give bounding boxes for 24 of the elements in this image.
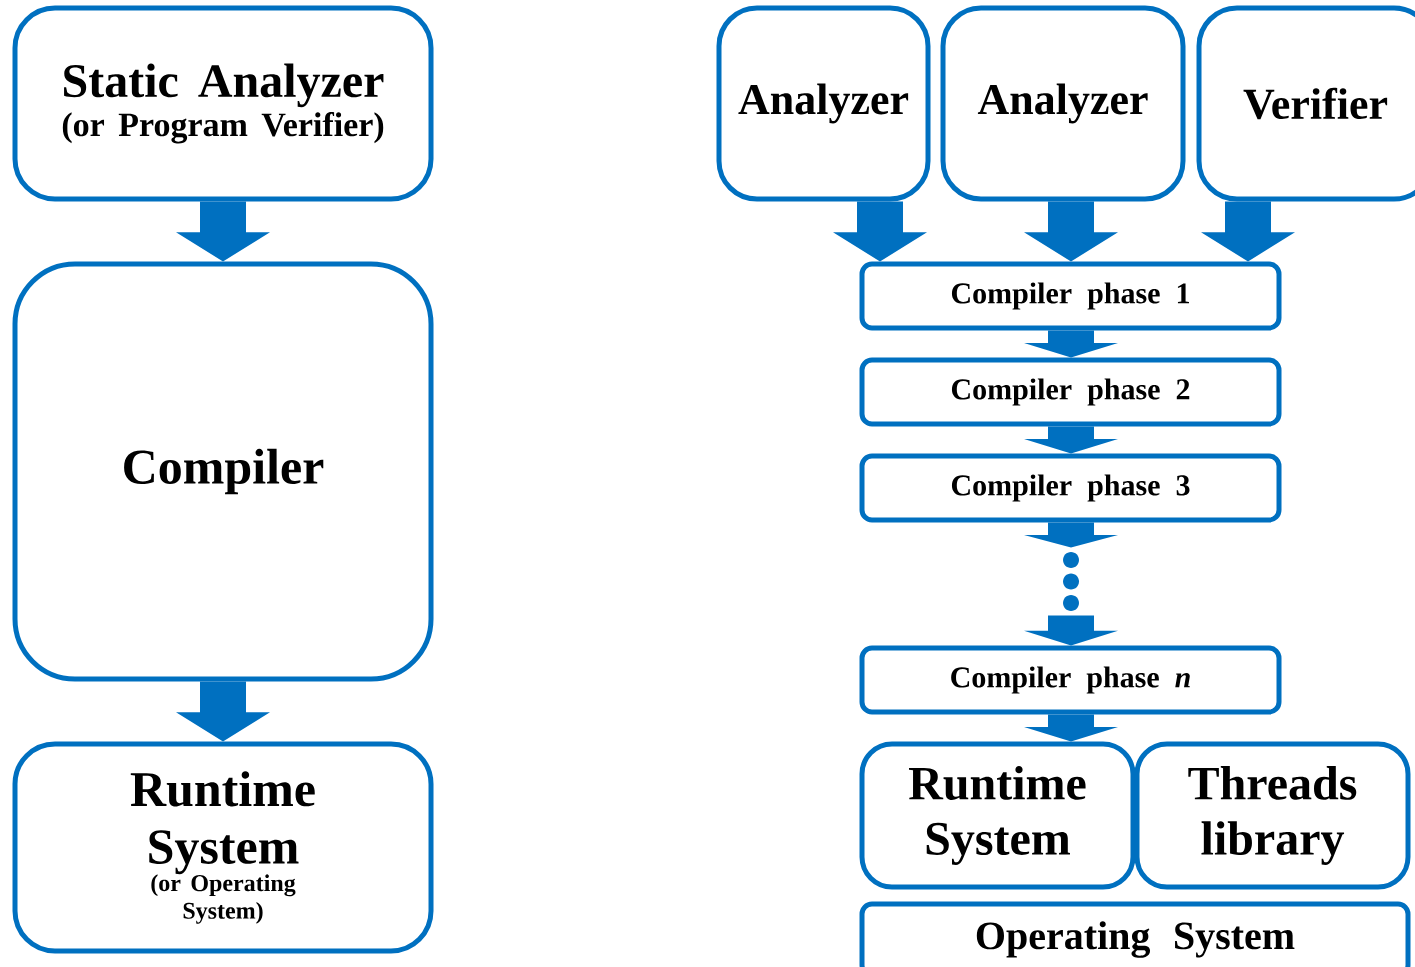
phase-box: Compiler phase 1 <box>859 261 1282 331</box>
process-box: Operating System <box>859 901 1411 967</box>
ellipsis-dots <box>1063 552 1079 611</box>
process-box: Analyzer <box>716 5 931 202</box>
process-box: Runtime System (or Operating System) <box>12 741 434 954</box>
arrow <box>1024 426 1118 454</box>
arrow <box>833 201 927 262</box>
phase-box: Compiler phase n <box>859 645 1282 715</box>
arrow <box>176 201 270 262</box>
process-box: Threads library <box>1134 741 1411 890</box>
phase-box: Compiler phase 3 <box>859 453 1282 523</box>
arrow <box>1201 201 1295 262</box>
phase-box: Compiler phase 2 <box>859 357 1282 427</box>
process-box: Static Analyzer (or Program Verifier) <box>12 5 434 202</box>
arrow <box>1024 615 1118 646</box>
arrow <box>1024 201 1118 262</box>
arrow <box>1024 522 1118 548</box>
arrow <box>176 681 270 742</box>
process-box: Verifier <box>1196 5 1415 202</box>
process-box: Compiler <box>12 261 434 682</box>
arrow <box>1024 714 1118 742</box>
arrow <box>1024 330 1118 358</box>
process-box: Runtime System <box>859 741 1136 890</box>
process-box: Analyzer <box>940 5 1186 202</box>
